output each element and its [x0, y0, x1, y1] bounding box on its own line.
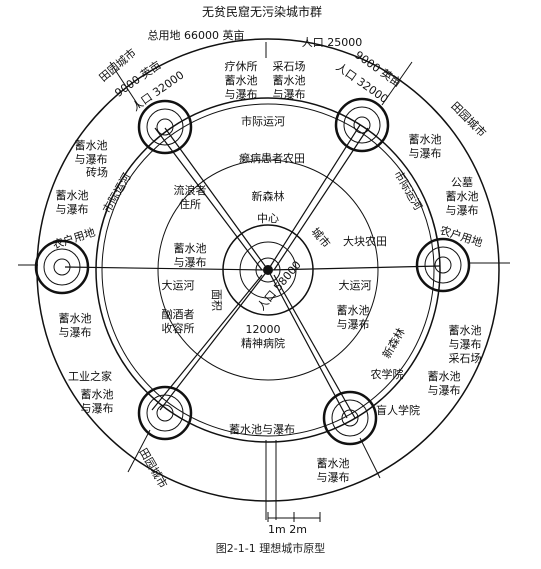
label-falls-nw: 与瀑布 — [75, 153, 108, 166]
label-res-nw: 蓄水池 — [75, 139, 108, 152]
label-res-bottom-ring: 蓄水池与瀑布 — [229, 423, 295, 436]
label-falls-se1: 与瀑布 — [337, 318, 370, 331]
label-canal-top: 市际运河 — [241, 114, 285, 128]
label-quarry-top: 采石场 — [273, 59, 306, 73]
label-falls-e: 与瀑布 — [446, 204, 479, 217]
label-leper-farm: 癞病患者农田 — [239, 151, 305, 165]
satellite-city-w — [34, 239, 90, 295]
label-res-w: 蓄水池 — [56, 189, 89, 202]
label-asylum-num: 12000 — [246, 323, 281, 336]
label-res-bottom: 蓄水池 — [317, 457, 350, 470]
label-falls-sw2: 与瀑布 — [81, 402, 114, 415]
label-res-se1: 蓄水池 — [337, 304, 370, 317]
label-res-sw2: 蓄水池 — [81, 388, 114, 401]
figure-caption: 图2-1-1 理想城市原型 — [215, 542, 326, 555]
label-res-ne: 蓄水池 — [409, 133, 442, 146]
boundary-connectors — [18, 42, 510, 520]
label-brickworks: 砖场 — [86, 165, 108, 179]
scale-label: 1m 2m — [268, 523, 307, 536]
label-asylum: 精神病院 — [241, 336, 285, 350]
label-city-word: 城市 — [309, 225, 334, 251]
satellite-city-e — [415, 237, 471, 293]
satellite-city-se — [322, 390, 378, 446]
radial-railways — [64, 124, 441, 419]
label-falls-bottom: 与瀑布 — [317, 471, 350, 484]
label-res-sw: 蓄水池 — [59, 312, 92, 325]
label-canal-inner-right: 大运河 — [339, 278, 372, 292]
label-new-forest-se: 新森林 — [379, 325, 408, 361]
label-home-industry: 工业之家 — [68, 369, 112, 383]
label-falls-w: 与瀑布 — [56, 203, 89, 216]
label-res-se3: 蓄水池 — [428, 370, 461, 383]
label-vagrant-2: 住所 — [179, 197, 201, 211]
label-inebriate: 酗酒者 — [162, 308, 195, 321]
label-inebriate-2: 收容所 — [162, 321, 195, 335]
intercity-canal-ring-inner — [101, 103, 435, 437]
label-garden-city-s: 田园城市 — [136, 445, 170, 490]
label-falls-ne: 与瀑布 — [409, 147, 442, 160]
label-falls-sw: 与瀑布 — [59, 326, 92, 339]
label-falls-inner: 与瀑布 — [174, 256, 207, 269]
label-small-farms: 大块农田 — [343, 234, 387, 248]
label-res-inner: 蓄水池 — [174, 242, 207, 255]
label-vagrant: 流浪者 — [174, 183, 207, 197]
inner-ring — [157, 159, 379, 381]
label-res-e: 蓄水池 — [446, 190, 479, 203]
label-new-forest: 新森林 — [252, 189, 285, 203]
label-falls-top-left: 与瀑布 — [225, 88, 258, 101]
scale-bar — [267, 512, 321, 522]
satellite-city-ne — [334, 97, 390, 153]
diagram-title: 无贫民窟无污染城市群 — [202, 4, 322, 19]
label-center: 中心 — [257, 212, 279, 225]
label-canal-inner-left: 大运河 — [162, 278, 195, 292]
label-allot-left: 农户用地 — [51, 225, 97, 252]
central-city — [222, 224, 314, 316]
label-res-top-right: 蓄水池 — [273, 74, 306, 87]
satellite-city-sw — [137, 385, 193, 441]
label-cemetery: 公墓 — [451, 176, 473, 189]
label-rail-mid: 面积 — [210, 289, 223, 311]
label-quarry-se: 采石场 — [449, 351, 482, 365]
label-falls-top-right: 与瀑布 — [273, 88, 306, 101]
label-res-se2: 蓄水池 — [449, 324, 482, 337]
satellite-city-nw — [137, 99, 193, 155]
label-agri-college: 农学院 — [371, 367, 404, 381]
label-pop-25000: 人口 25000 — [302, 36, 363, 49]
label-falls-se2: 与瀑布 — [449, 338, 482, 351]
label-total-area: 总用地 66000 英亩 — [148, 28, 245, 42]
label-falls-se3: 与瀑布 — [428, 384, 461, 397]
label-sanatorium: 疗休所 — [225, 59, 258, 73]
label-blind-school: 盲人学院 — [376, 403, 420, 417]
label-res-top-left: 蓄水池 — [225, 74, 258, 87]
intercity-canal-ring — [95, 97, 441, 443]
